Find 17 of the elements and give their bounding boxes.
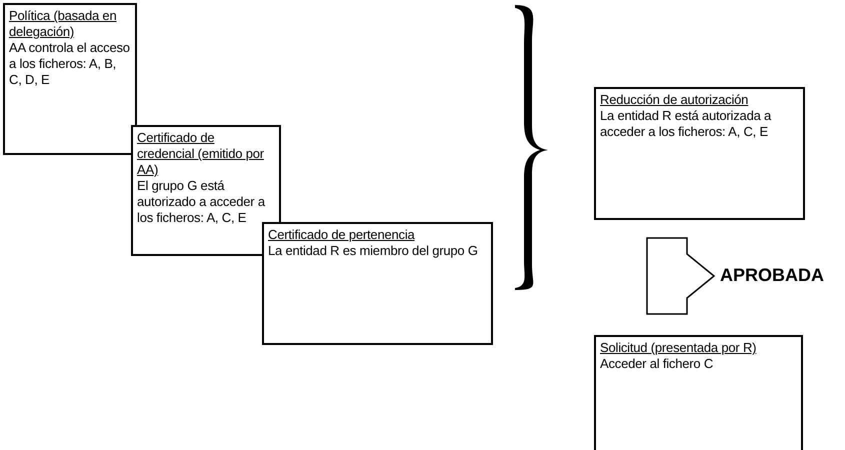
- curly-brace: [515, 5, 548, 290]
- card-text: Acceder al fichero C: [600, 356, 714, 372]
- card-text: La entidad R es miembro del grupo G: [268, 243, 479, 259]
- card-heading: Política (basada en delegación): [9, 8, 118, 40]
- card-heading: Certificado de pertenencia: [268, 227, 416, 243]
- block-arrow: [646, 237, 716, 315]
- card-text: La entidad R está autorizada a acceder a los ficheros: A, C, E: [600, 108, 772, 140]
- card-heading: Solicitud (presentada por R): [600, 340, 758, 356]
- document-card: [594, 87, 805, 220]
- document-card: [262, 222, 493, 345]
- document-card: [594, 335, 803, 450]
- card-text: El grupo G está autorizado a acceder a los ficheros: A, C, E: [137, 178, 266, 226]
- card-text: AA controla el acceso a los ficheros: A, B, C, D, E: [9, 40, 131, 88]
- document-card: [3, 3, 137, 155]
- status-label: APROBADA: [720, 265, 824, 286]
- card-heading: Certificado de credencial (emitido por AA): [137, 130, 265, 178]
- card-heading: Reducción de autorización: [600, 92, 750, 108]
